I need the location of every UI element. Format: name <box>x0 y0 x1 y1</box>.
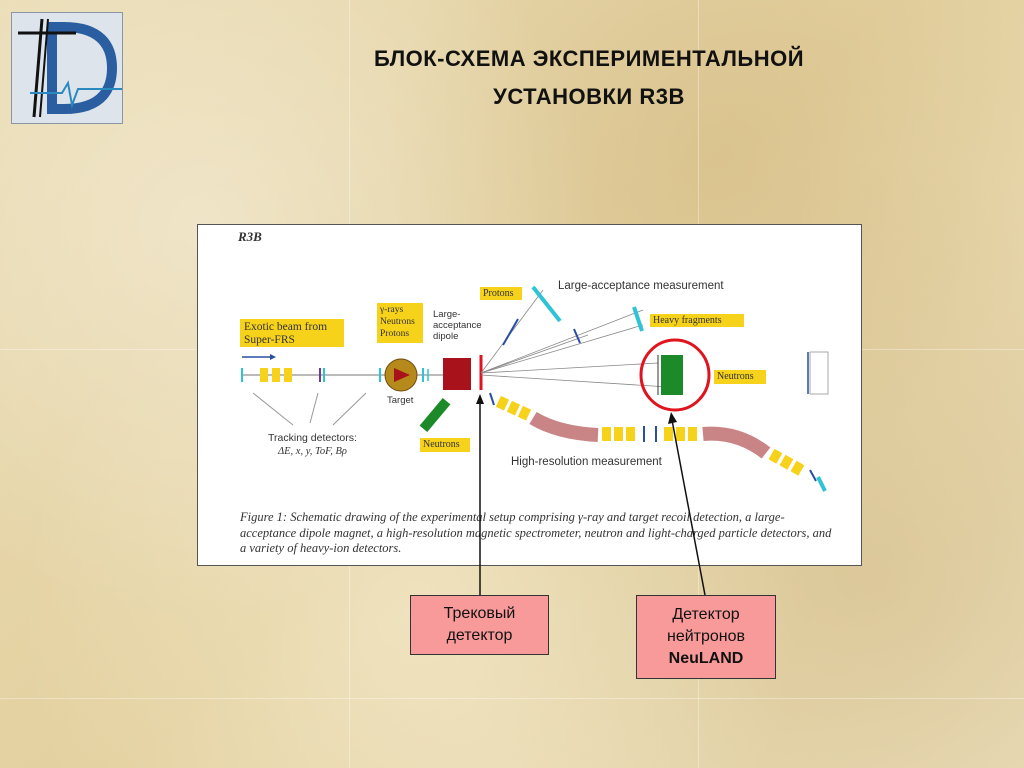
tracking-pointer <box>332 392 367 426</box>
slide-title-line2: УСТАНОВКИ R3B <box>493 84 685 109</box>
trajectory-line <box>480 362 659 374</box>
tracking-detector-callout: Трековый детектор <box>410 595 549 655</box>
exotic-beam-label-line1: Exotic beam from <box>244 321 328 333</box>
trajectory-line <box>480 374 669 388</box>
target-label: Target <box>387 395 414 406</box>
background-seam <box>0 698 1024 699</box>
neutron-detector-neuland <box>661 355 683 395</box>
tracking-pointer <box>309 392 319 424</box>
neuland-callout-line2: нейтронов <box>666 628 746 645</box>
r3b-schematic-figure: R3B Exotic beam from Super-FRS γ-rays Ne… <box>197 224 862 566</box>
tracking-label-line2: ΔE, x, y, ToF, Bρ <box>277 446 347 457</box>
far-detector <box>809 351 829 395</box>
neuland-callout-line3: NeuLAND <box>668 650 744 667</box>
r3b-schematic-drawing <box>241 285 829 492</box>
protons-label: Protons <box>480 287 522 300</box>
gamma-rays-label: γ-rays <box>380 305 404 315</box>
neuland-highlight-circle <box>639 338 711 412</box>
high-resolution-spectrometer <box>489 392 827 492</box>
tracking-detectors-label: Tracking detectors: ΔE, x, y, ToF, Bρ <box>268 432 357 458</box>
tracking-callout-line2: детектор <box>446 627 513 644</box>
tracking-label-line1: Tracking detectors: <box>268 432 357 444</box>
fragment-detector <box>573 328 581 344</box>
exotic-beam-label-line2: Super-FRS <box>244 334 295 346</box>
high-resolution-label: High-resolution measurement <box>511 456 662 468</box>
beam-tracking-detector <box>284 368 292 382</box>
slide-title: БЛОК-СХЕМА ЭКСПЕРИМЕНТАЛЬНОЙ УСТАНОВКИ R… <box>300 40 878 116</box>
exotic-beam-label: Exotic beam from Super-FRS <box>240 319 344 347</box>
large-acceptance-label: Large-acceptance measurement <box>558 280 724 292</box>
heavy-fragment-wall <box>632 306 644 332</box>
tracking-callout-line1: Трековый <box>443 605 516 622</box>
neutron-detector-small <box>419 397 451 433</box>
neuland-callout: Детектор нейтронов NeuLAND <box>636 595 776 679</box>
neutrons-bottom-label: Neutrons <box>420 438 470 452</box>
proton-detector <box>502 318 519 346</box>
dipole-label: Large- acceptance dipole <box>433 309 482 342</box>
beam-direction-arrowhead <box>270 354 276 360</box>
target-icon <box>394 368 410 382</box>
slide-title-line1: БЛОК-СХЕМА ЭКСПЕРИМЕНТАЛЬНОЙ <box>373 46 805 71</box>
lpd-logo-icon <box>11 12 123 124</box>
dipole-label-line2: acceptance <box>433 320 482 331</box>
protons-top-label: Protons <box>380 329 410 339</box>
beam-tracking-detector <box>272 368 280 382</box>
gamma-neutrons-protons-label: γ-rays Neutrons Protons <box>377 303 423 343</box>
neutrons-top-label: Neutrons <box>380 317 415 327</box>
heavy-fragments-label: Heavy fragments <box>650 314 744 327</box>
beam-tracking-detector <box>260 368 268 382</box>
dipole-magnet <box>443 358 471 390</box>
trajectory-line <box>480 324 644 374</box>
trajectory-line <box>480 334 589 374</box>
trajectory-line <box>480 289 544 374</box>
dipole-label-line1: Large- <box>433 309 461 320</box>
trajectory-line <box>480 309 644 374</box>
figure-caption: Figure 1: Schematic drawing of the exper… <box>240 510 832 555</box>
neutrons-right-label: Neutrons <box>714 370 766 384</box>
neuland-callout-line1: Детектор <box>672 606 740 623</box>
dipole-label-line3: dipole <box>433 331 459 342</box>
tracking-pointer <box>252 392 294 426</box>
figure-heading: R3B <box>238 229 262 244</box>
proton-wall <box>531 285 562 323</box>
